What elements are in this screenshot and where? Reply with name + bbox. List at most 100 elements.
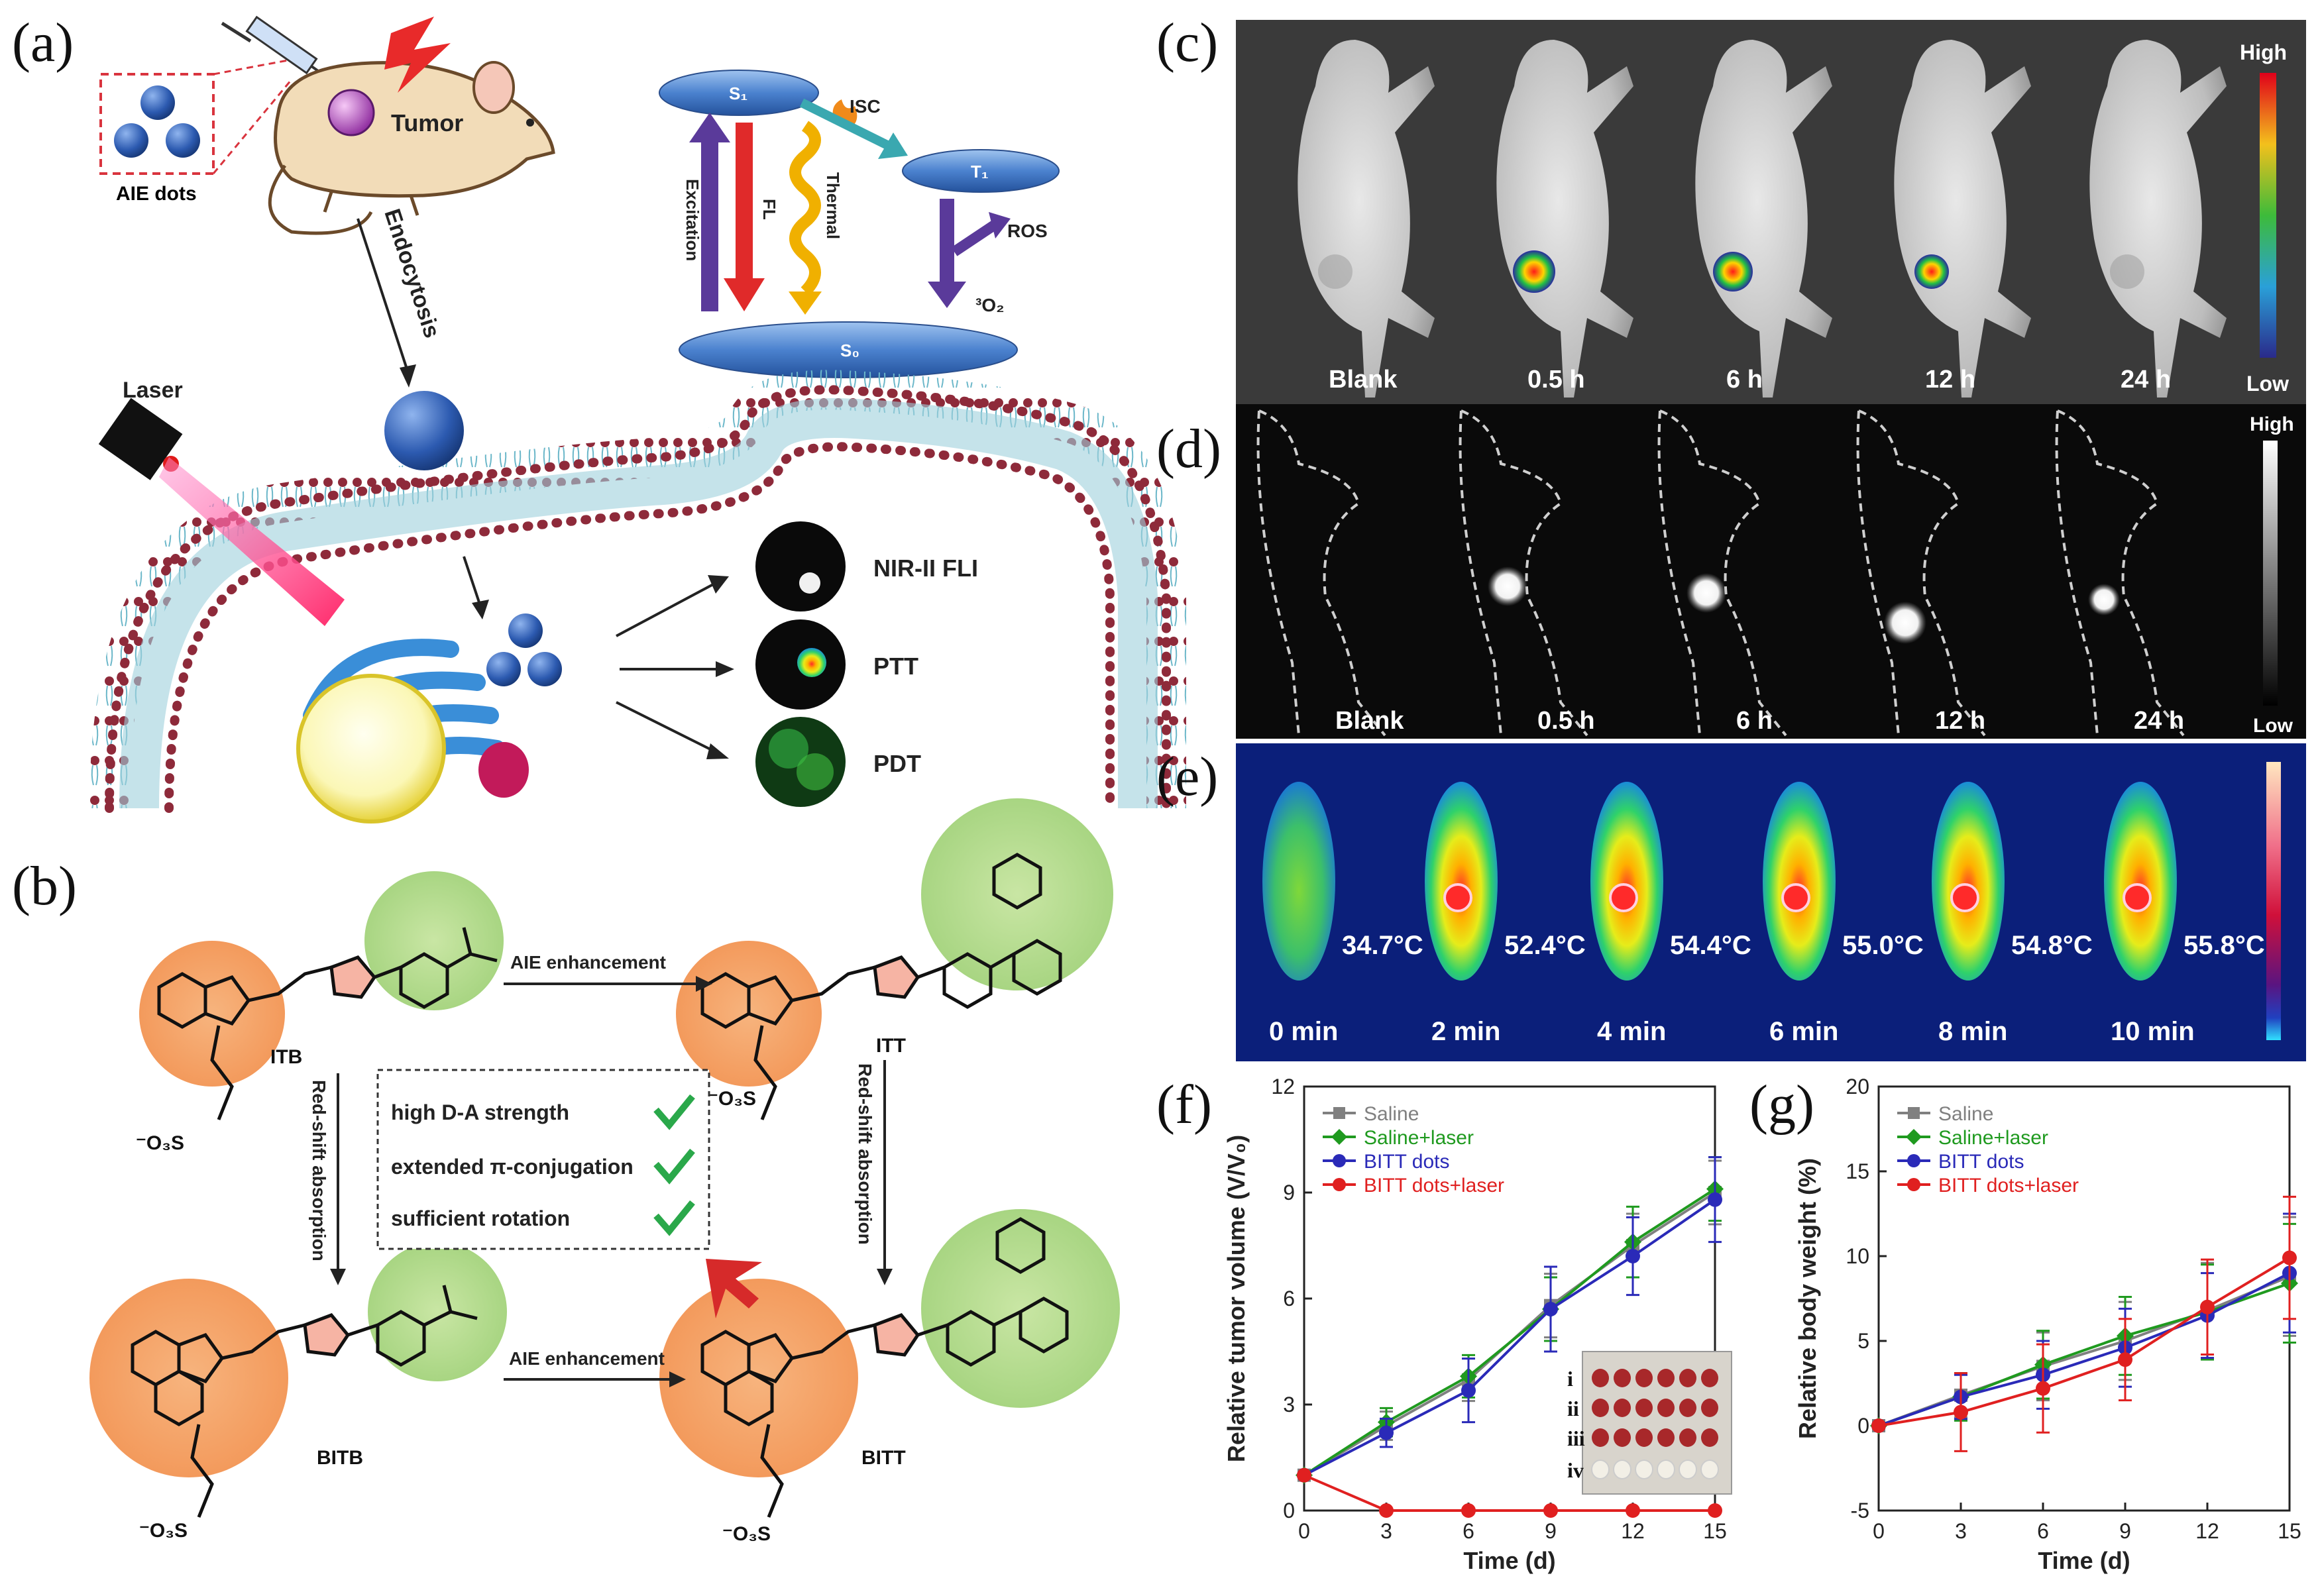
legend-marker bbox=[1331, 1129, 1347, 1145]
thermal-label: Thermal bbox=[823, 172, 843, 239]
data-point bbox=[1379, 1425, 1394, 1440]
temperature-label: 34.7°C bbox=[1342, 931, 1423, 960]
mouse-outline bbox=[1657, 409, 1787, 737]
excitation-label: Excitation bbox=[683, 179, 702, 261]
x-tick-label: 6 bbox=[1463, 1519, 1474, 1543]
legend-label: Saline bbox=[1938, 1103, 1993, 1125]
data-point bbox=[2036, 1381, 2050, 1396]
panel-d-label: (d) bbox=[1156, 418, 1221, 480]
so3-label: ⁻O₃S bbox=[139, 1520, 188, 1542]
panel-a-label: (a) bbox=[12, 12, 74, 74]
time-label: 2 min bbox=[1431, 1017, 1500, 1046]
fl-label: FL bbox=[759, 199, 779, 220]
x-tick-label: 12 bbox=[2195, 1519, 2219, 1543]
laser-icon bbox=[98, 398, 345, 626]
y-tick-label: 15 bbox=[1846, 1159, 1869, 1183]
data-point bbox=[1461, 1383, 1476, 1398]
x-axis-label: Time (d) bbox=[2038, 1547, 2130, 1574]
molecule-itt bbox=[700, 853, 1062, 1120]
tumor-sample bbox=[1701, 1399, 1718, 1417]
molecule-bitt bbox=[700, 1217, 1069, 1518]
data-point bbox=[2200, 1299, 2215, 1314]
time-label: 12 h bbox=[1935, 707, 1985, 735]
tumor-site bbox=[2110, 254, 2144, 289]
x-tick-label: 3 bbox=[1380, 1519, 1392, 1543]
x-tick-label: 12 bbox=[1621, 1519, 1645, 1543]
output-nir-ii-fli: NIR-II FLI bbox=[873, 555, 978, 582]
legend-label: Saline+laser bbox=[1364, 1127, 1474, 1149]
x-axis-label: Time (d) bbox=[1463, 1547, 1555, 1574]
scale-low: Low bbox=[2246, 372, 2289, 396]
tumor-sample bbox=[1635, 1369, 1653, 1387]
x-tick-label: 6 bbox=[2037, 1519, 2049, 1543]
panel-f-label: (f) bbox=[1156, 1074, 1212, 1136]
x-tick-label: 9 bbox=[2119, 1519, 2131, 1543]
aie-dot bbox=[508, 613, 543, 648]
tumor-sample bbox=[1679, 1428, 1696, 1447]
temperature-label: 54.8°C bbox=[2011, 931, 2093, 960]
vesicle bbox=[296, 674, 446, 824]
x-tick-label: 0 bbox=[1298, 1519, 1310, 1543]
legend-label: BITT dots bbox=[1938, 1151, 2024, 1173]
donor-circle bbox=[368, 1242, 507, 1381]
legend-label: Saline bbox=[1364, 1103, 1419, 1125]
s1-level bbox=[659, 70, 819, 116]
so3-label: ⁻O₃S bbox=[708, 1088, 756, 1110]
time-label: 6 h bbox=[1736, 707, 1773, 735]
thermal-mouse bbox=[2104, 782, 2177, 981]
y-tick-label: 6 bbox=[1283, 1287, 1295, 1310]
molecule-bitb bbox=[131, 1285, 478, 1518]
jablonski-diagram: S₁ T₁ S₀ Excitation FL Thermal ISC ROS ³… bbox=[659, 70, 1060, 378]
inset-row-label: iv bbox=[1567, 1458, 1584, 1482]
y-tick-label: 0 bbox=[1857, 1414, 1869, 1438]
aie-dot bbox=[486, 652, 521, 686]
inset-row-label: iii bbox=[1567, 1426, 1585, 1450]
t1-label: T₁ bbox=[971, 162, 989, 182]
hot-spot bbox=[2123, 883, 2152, 912]
time-label: 0.5 h bbox=[1527, 366, 1585, 394]
tumor-sample bbox=[1657, 1369, 1675, 1387]
tumor-sample bbox=[1701, 1369, 1718, 1387]
aie-dot bbox=[114, 123, 148, 158]
aie-dot bbox=[527, 652, 562, 686]
panel-d-background bbox=[1236, 404, 2306, 739]
itt-label: ITT bbox=[876, 1035, 906, 1057]
time-label: 0.5 h bbox=[1537, 707, 1595, 735]
data-point bbox=[1543, 1503, 1558, 1518]
data-point bbox=[1708, 1192, 1722, 1207]
tumor-sample bbox=[1592, 1428, 1609, 1447]
tumor-sample bbox=[1635, 1428, 1653, 1447]
series-line bbox=[1878, 1275, 2290, 1427]
laser-label: Laser bbox=[123, 378, 183, 403]
legend-marker bbox=[1906, 1129, 1922, 1145]
tumor-sample bbox=[1701, 1428, 1718, 1447]
tumor-sample bbox=[1591, 1460, 1610, 1479]
y-tick-label: 20 bbox=[1846, 1075, 1869, 1098]
thermal-mouse bbox=[1763, 782, 1836, 981]
tumor-sample bbox=[1657, 1399, 1675, 1417]
mouse-outline bbox=[1856, 409, 1986, 737]
hot-spot bbox=[1609, 883, 1638, 912]
red-shift-label: Red-shift absorption bbox=[309, 1080, 329, 1261]
mouse-silhouette bbox=[1496, 40, 1633, 398]
mouse-silhouette bbox=[1695, 40, 1832, 398]
fl-arrow bbox=[736, 123, 753, 282]
temperature-label: 55.8°C bbox=[2183, 931, 2265, 960]
time-label: 12 h bbox=[1925, 366, 1975, 394]
tumor-sample bbox=[1657, 1460, 1675, 1479]
series-line bbox=[1303, 1473, 1715, 1512]
signal-spot bbox=[1884, 602, 1926, 644]
endocytosis-label: Endocytosis bbox=[379, 206, 445, 341]
panel-a: (a) AIE dots Tumor Endocytosis S₁ T₁ S₀ … bbox=[12, 12, 1186, 824]
time-label: 0 min bbox=[1269, 1017, 1338, 1046]
scale-high: High bbox=[2240, 40, 2287, 64]
mouse-silhouette bbox=[1894, 40, 2031, 398]
scale-high: High bbox=[2250, 413, 2294, 435]
signal-spot bbox=[1686, 573, 1726, 613]
check-icon bbox=[653, 1200, 695, 1236]
tumor-sample bbox=[1614, 1399, 1631, 1417]
time-label: 24 h bbox=[2121, 366, 2171, 394]
